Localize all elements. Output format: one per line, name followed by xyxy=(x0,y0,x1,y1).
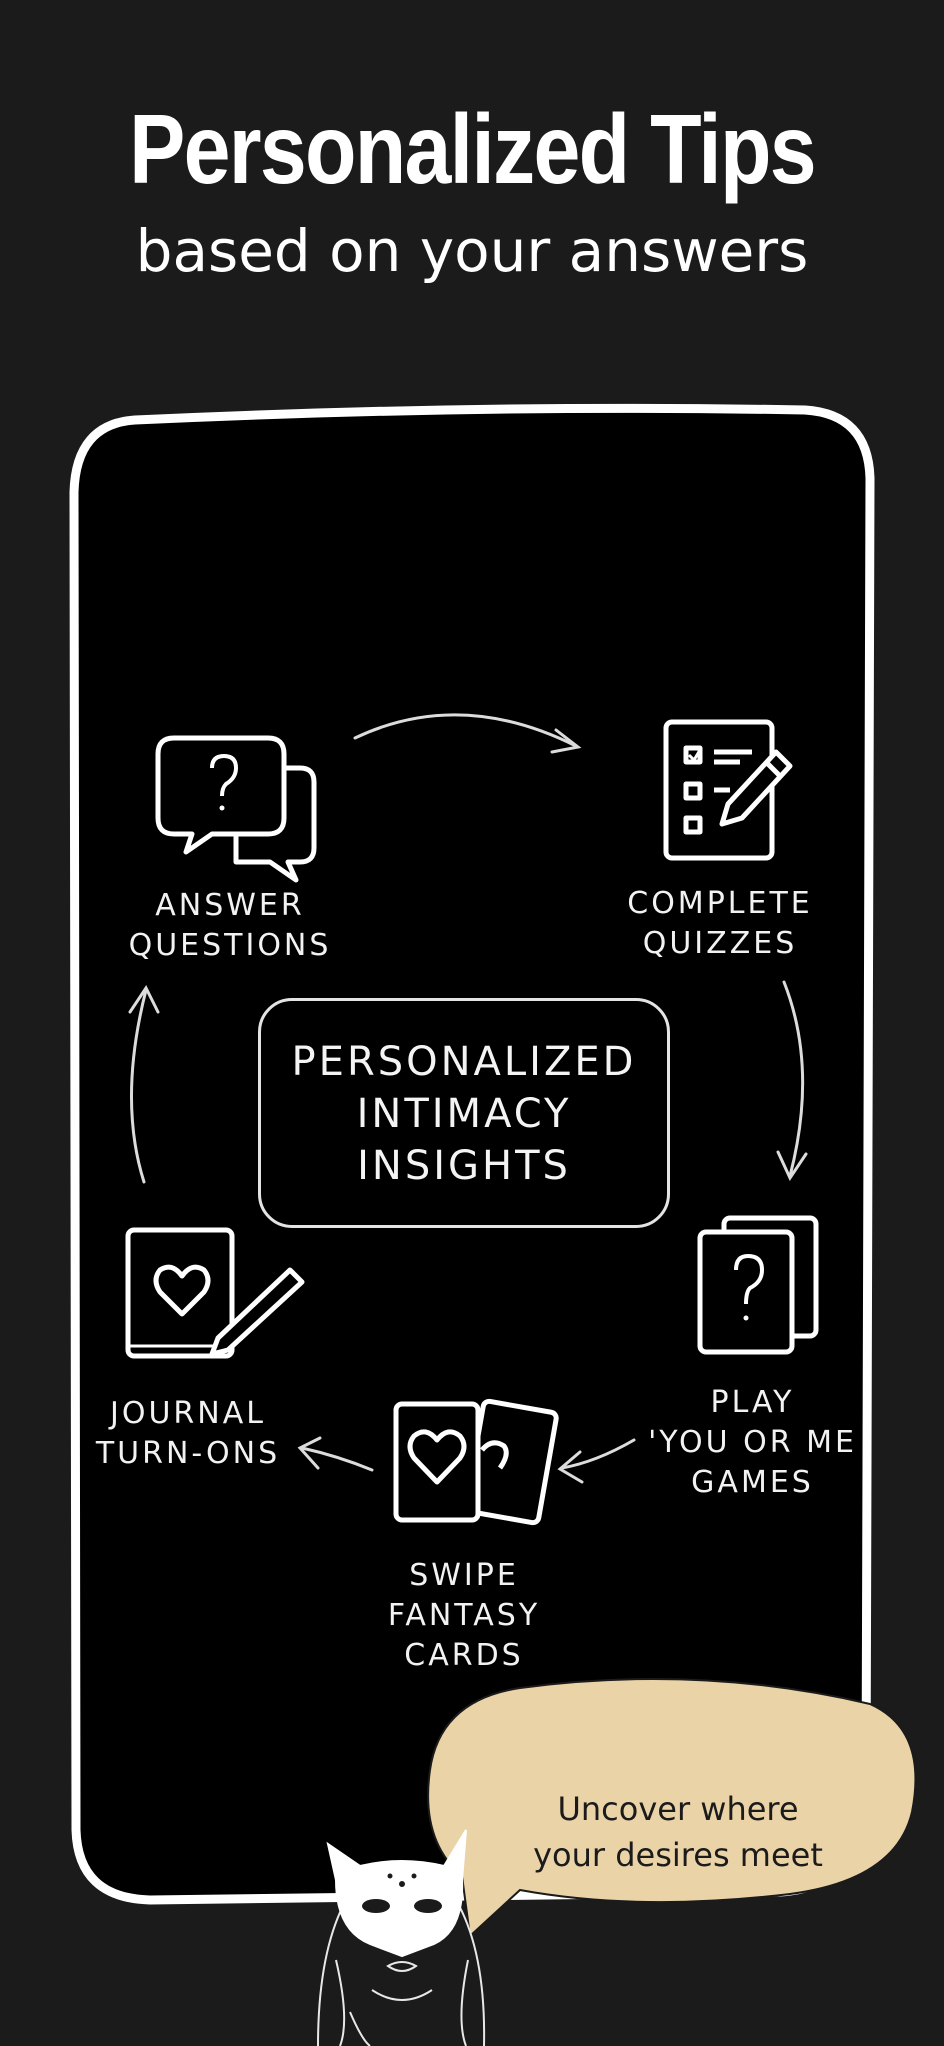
page-subtitle: based on your answers xyxy=(135,217,809,285)
step-label-swipe-fantasy-cards: SWIPE FANTASY CARDS xyxy=(387,1558,541,1673)
cat-mask xyxy=(326,1829,467,1958)
heart-cards-icon xyxy=(393,1398,559,1526)
step-label-complete-quizzes: COMPLETE QUIZZES xyxy=(627,886,813,961)
cycle-arrows xyxy=(128,713,808,1484)
checklist-pencil-icon xyxy=(663,719,793,861)
question-chat-icon xyxy=(155,735,317,883)
arrow-quizzes-to-play xyxy=(782,980,805,1178)
arrow-swipe-to-journal xyxy=(300,1446,374,1472)
heart-journal-icon xyxy=(125,1227,305,1359)
step-label-answer-questions: ANSWER QUESTIONS xyxy=(128,888,332,963)
masked-character-illustration xyxy=(317,1829,486,2046)
arrow-journal-to-answer xyxy=(129,988,148,1184)
page-title: Personalized Tips xyxy=(129,94,817,204)
step-label-journal-turn-ons: JOURNAL TURN-ONS xyxy=(95,1396,281,1471)
arrow-answer-to-quizzes xyxy=(353,713,578,748)
arrow-play-to-swipe xyxy=(560,1438,636,1470)
question-cards-icon xyxy=(697,1215,819,1355)
insights-label: PERSONALIZED INTIMACY INSIGHTS xyxy=(291,1039,637,1189)
speech-bubble xyxy=(427,1678,917,1939)
step-label-play-you-or-me: PLAY 'YOU OR ME GAMES xyxy=(648,1385,857,1500)
speech-bubble-text: Uncover where your desires meet xyxy=(533,1790,823,1874)
insights-box xyxy=(258,998,670,1228)
